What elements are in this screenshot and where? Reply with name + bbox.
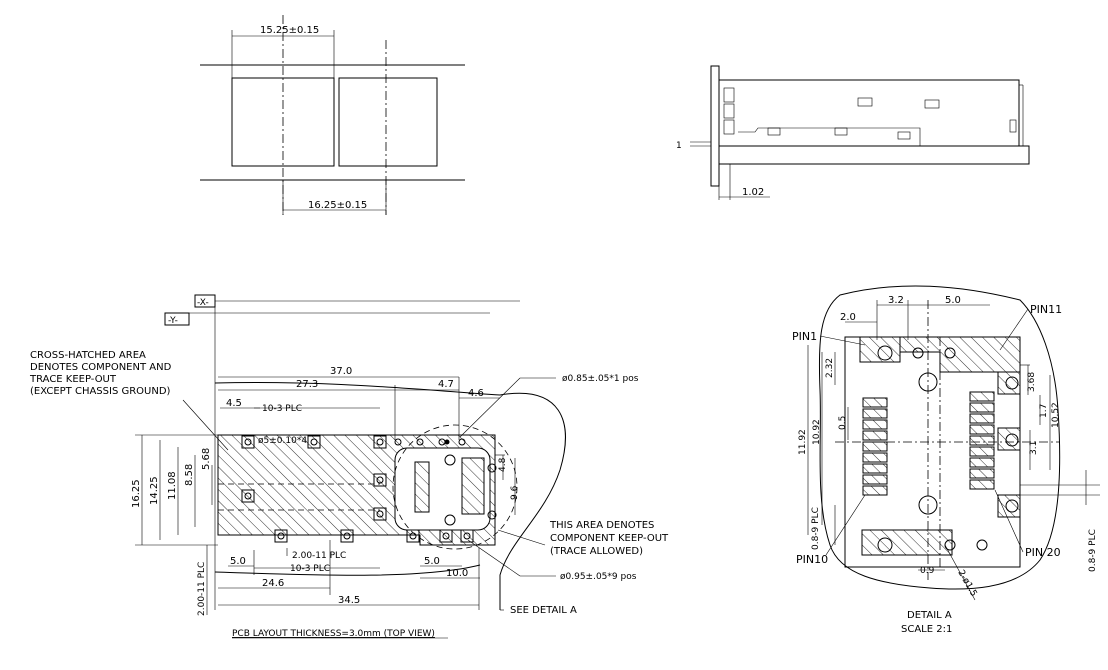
pin20-label: PIN 20 <box>1025 546 1061 559</box>
dim-4-5: 4.5 <box>226 398 242 409</box>
detail-dim-2-phi-1-5: 2-ø1.5 <box>955 569 978 599</box>
dim-37: 37.0 <box>330 366 352 377</box>
pcb-layout-view: -X- -Y- <box>29 294 669 639</box>
dim-34-5: 34.5 <box>338 595 360 606</box>
dim-24-6: 24.6 <box>262 578 284 589</box>
detail-dim-2-32: 2.32 <box>825 358 835 378</box>
hole-top-label: ø0.85±.05*1 pos <box>562 374 639 384</box>
datum-y: -Y- <box>168 316 178 326</box>
hole-inner-label: ø5±0.10*4 <box>258 436 307 446</box>
detail-dim-3-2: 3.2 <box>888 295 904 306</box>
dim-4-6: 4.6 <box>468 388 484 399</box>
pad-array-right <box>461 457 485 515</box>
dim-10-3-plc-bottom: 10-3 PLC <box>290 564 330 574</box>
dim-2-00-11-plc-left: 2.00-11 PLC <box>197 562 207 616</box>
detail-title: DETAIL A <box>907 610 952 621</box>
detail-dim-3-68: 3.68 <box>1027 372 1037 392</box>
dim-14-25: 14.25 <box>149 476 160 505</box>
detail-dim-0-9: 0.9 <box>920 566 935 576</box>
detail-dim-10-92: 10.92 <box>812 419 822 445</box>
side-dim-1-label: 1.02 <box>742 187 764 198</box>
note-this-2: COMPONENT KEEP-OUT <box>550 533 669 544</box>
note-cross-4: (EXCEPT CHASSIS GROUND) <box>30 386 171 397</box>
dim-bottom-label: 16.25±0.15 <box>308 200 367 211</box>
dim-9-6: 9.6 <box>510 485 520 500</box>
detail-dim-2-0: 2.0 <box>840 312 856 323</box>
detail-dim-0-5: 0.5 <box>838 416 848 430</box>
detail-dim-10-52: 10.52 <box>1051 402 1061 428</box>
dim-11-08: 11.08 <box>167 471 178 500</box>
dim-5-68: 5.68 <box>201 448 212 470</box>
dim-4-7: 4.7 <box>438 379 454 390</box>
detail-dim-0-8-9-plc-left: 0.8-9 PLC <box>811 507 821 550</box>
note-this-3: (TRACE ALLOWED) <box>550 546 643 557</box>
detail-dim-5-0: 5.0 <box>945 295 961 306</box>
dim-27-3: 27.3 <box>296 379 318 390</box>
detail-dim-1-7: 1.7 <box>1039 404 1049 418</box>
datum-x: -X- <box>197 298 209 308</box>
note-cross-2: DENOTES COMPONENT AND <box>30 362 172 373</box>
pad-array-left <box>414 461 430 513</box>
hole-bottom-label: ø0.95±.05*9 pos <box>560 572 637 582</box>
detail-scale: SCALE 2:1 <box>901 624 952 635</box>
dim-10-0: 10.0 <box>446 568 468 579</box>
side-view: 1 1.02 <box>676 65 1030 200</box>
dim-2-00-11-plc: 2.00-11 PLC <box>292 551 346 561</box>
pin-column-right <box>969 391 995 490</box>
dim-5-0-left: 5.0 <box>230 556 246 567</box>
pin1-label: PIN1 <box>792 330 817 343</box>
side-dim-2-label: 1 <box>676 141 682 151</box>
pin11-label: PIN11 <box>1030 303 1062 316</box>
dim-5-0-right: 5.0 <box>424 556 440 567</box>
note-this-1: THIS AREA DENOTES <box>549 520 654 531</box>
dim-16-25: 16.25 <box>131 479 142 508</box>
detail-a-view: 3.2 5.0 2.0 PIN1 PIN11 PIN10 PIN 20 11.9… <box>792 285 1100 635</box>
detail-dim-0-8-9-plc-right: 0.8-9 PLC <box>1088 529 1098 572</box>
pcb-caption: PCB LAYOUT THICKNESS=3.0mm (TOP VIEW) <box>232 629 435 639</box>
detail-dim-11-92: 11.92 <box>798 429 808 455</box>
note-cross-3: TRACE KEEP-OUT <box>29 374 117 385</box>
note-cross-1: CROSS-HATCHED AREA <box>30 350 146 361</box>
detail-dim-3-1: 3.1 <box>1029 441 1039 455</box>
dim-top-label: 15.25±0.15 <box>260 25 319 36</box>
pin10-label: PIN10 <box>796 553 828 566</box>
dim-10-3-plc-top: 10-3 PLC <box>262 404 302 414</box>
dim-4-8: 4.8 <box>498 457 508 472</box>
dim-8-58: 8.58 <box>184 464 195 486</box>
panel-cutout-view: 15.25±0.15 16.25±0.15 <box>200 15 465 215</box>
see-detail-label: SEE DETAIL A <box>510 605 577 616</box>
pin-column-left <box>862 397 888 496</box>
